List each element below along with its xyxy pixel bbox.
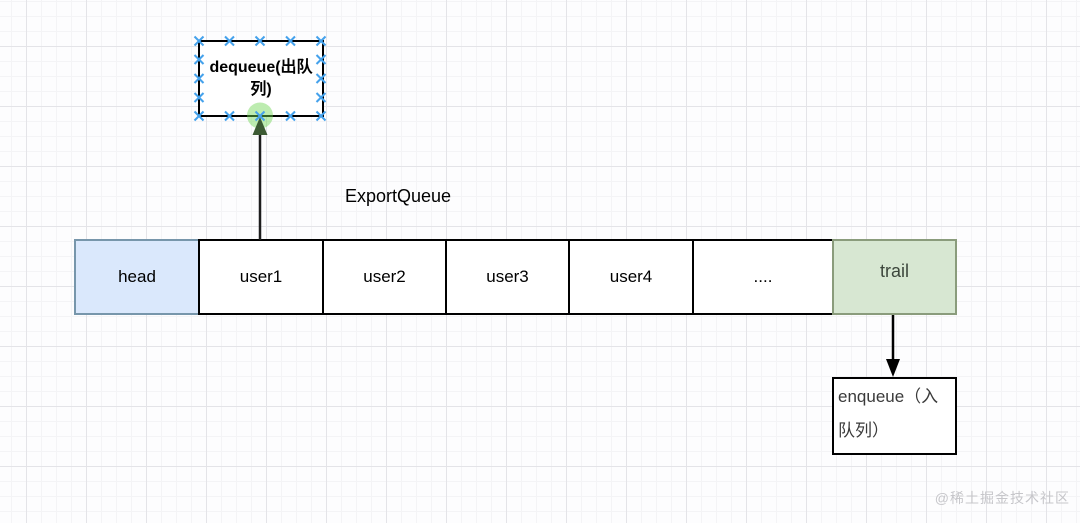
queue-cell-user2[interactable]: user2: [322, 239, 447, 315]
queue-title-label: ExportQueue: [345, 186, 452, 206]
queue-cell-trail[interactable]: trail: [832, 239, 957, 315]
arrow-up-icon: [252, 117, 268, 135]
queue-cell-user1[interactable]: user1: [198, 239, 324, 315]
queue-cell-trail-label: trail: [879, 260, 909, 281]
queue-cell-head[interactable]: head: [74, 239, 200, 315]
site-watermark: @稀土掘金技术社区: [934, 490, 1070, 506]
queue-cell-user2-label: user2: [363, 267, 406, 286]
enqueue-arrow[interactable]: [886, 315, 900, 377]
dequeue-arrow[interactable]: [252, 117, 268, 240]
queue-cell-user3[interactable]: user3: [445, 239, 570, 315]
enqueue-box-label: enqueue（入队列）: [838, 387, 939, 440]
queue-cell-head-label: head: [118, 267, 156, 286]
arrow-down-icon: [886, 359, 900, 377]
dequeue-box[interactable]: dequeue(出队列): [198, 40, 324, 117]
queue-cell-user4[interactable]: user4: [568, 239, 694, 315]
queue-cell-user1-label: user1: [239, 267, 283, 286]
dequeue-box-label: dequeue(出队列): [209, 58, 313, 98]
enqueue-box[interactable]: enqueue（入队列）: [832, 377, 957, 455]
queue-cell-dots[interactable]: ....: [692, 239, 834, 315]
queue-cell-dots-label: ....: [753, 267, 773, 286]
queue-cell-user4-label: user4: [609, 267, 653, 286]
queue-cell-user3-label: user3: [486, 267, 529, 286]
